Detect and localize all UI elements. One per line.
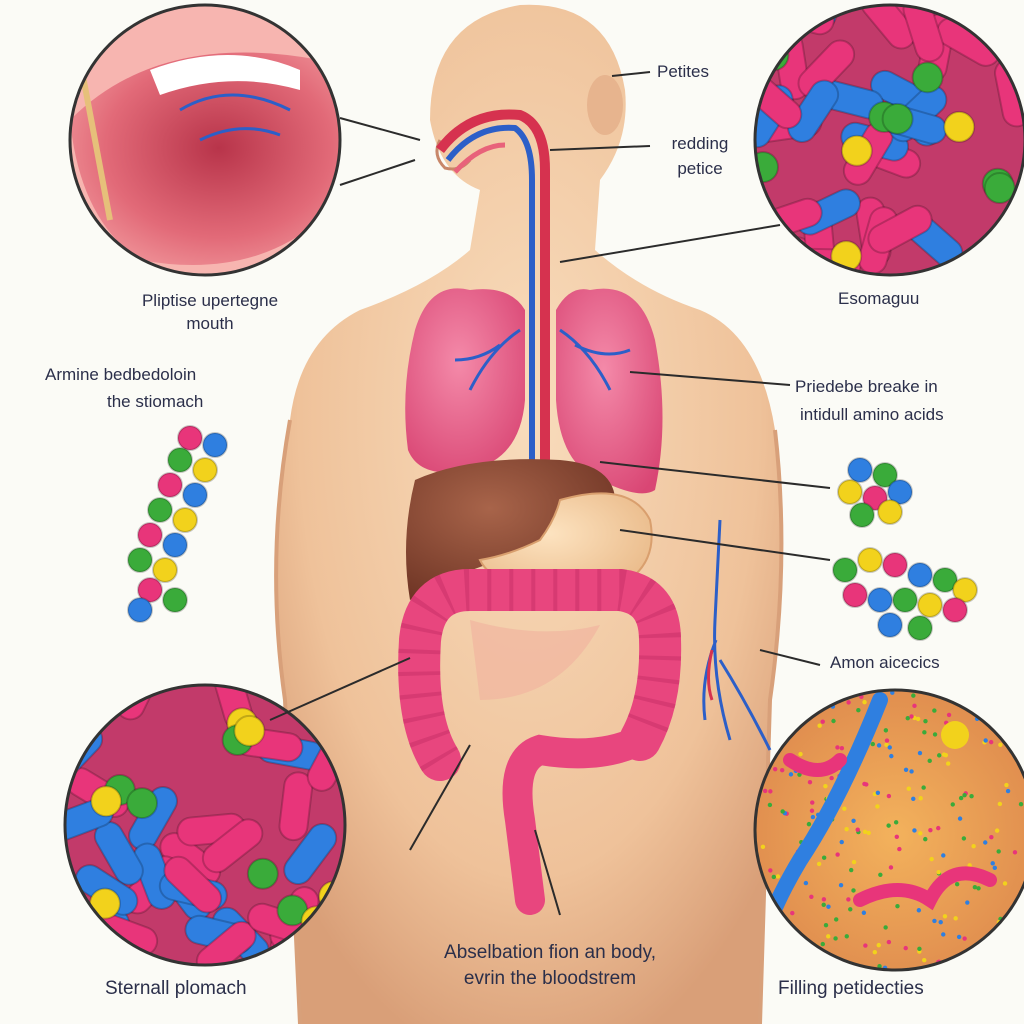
bead bbox=[126, 787, 159, 820]
capsule bbox=[902, 5, 945, 63]
arm-vessels bbox=[702, 519, 772, 751]
amino-bead bbox=[162, 587, 188, 613]
amino-bead bbox=[847, 457, 873, 483]
label-small-plomach: Sternall plomach bbox=[105, 978, 247, 999]
label-stomach-line1: Armine bedbedoloin bbox=[45, 365, 197, 384]
amino-bead bbox=[887, 479, 913, 505]
amino-bead bbox=[907, 615, 933, 641]
bead bbox=[88, 887, 121, 920]
amino-acid-cluster-right-2 bbox=[832, 547, 978, 641]
amino-bead bbox=[907, 562, 933, 588]
amino-bead bbox=[157, 472, 183, 498]
amino-bead bbox=[842, 582, 868, 608]
amino-bead bbox=[137, 577, 163, 603]
amino-bead bbox=[167, 447, 193, 473]
lungs bbox=[405, 288, 663, 494]
amino-bead bbox=[872, 462, 898, 488]
capsule bbox=[766, 5, 835, 36]
bead bbox=[759, 226, 792, 259]
capsule bbox=[787, 79, 840, 143]
amino-bead bbox=[177, 425, 203, 451]
bead bbox=[1000, 228, 1024, 261]
amino-bead bbox=[942, 597, 968, 623]
amino-bead bbox=[892, 587, 918, 613]
amino-bead bbox=[127, 597, 153, 623]
label-absorb-line2: evrin the bloodstrem bbox=[463, 968, 637, 989]
bead bbox=[246, 857, 279, 890]
label-esomaguu: Esomaguu bbox=[838, 289, 920, 308]
amino-bead bbox=[152, 557, 178, 583]
capsule bbox=[860, 5, 917, 50]
amino-bead bbox=[162, 532, 188, 558]
label-redding-line1: redding bbox=[671, 134, 729, 153]
mouth-detail-circle bbox=[68, 3, 342, 277]
bead bbox=[840, 134, 873, 167]
label-breake-line2: intidull amino acids bbox=[800, 405, 944, 424]
amino-bead bbox=[202, 432, 228, 458]
intestine bbox=[398, 569, 682, 915]
amino-bead bbox=[877, 612, 903, 638]
capsule bbox=[867, 204, 933, 254]
label-filling: Filling petidecties bbox=[778, 978, 924, 999]
amino-bead bbox=[137, 522, 163, 548]
capsule bbox=[797, 39, 856, 99]
amino-bead bbox=[932, 567, 958, 593]
bead bbox=[943, 110, 976, 143]
bead bbox=[90, 785, 123, 818]
capsule bbox=[278, 771, 314, 842]
amino-bead bbox=[172, 507, 198, 533]
peptide-capsules-circle bbox=[753, 3, 1024, 277]
label-absorb-line1: Abselbation fion an body, bbox=[444, 942, 656, 963]
capsule bbox=[201, 818, 264, 874]
amino-bead bbox=[867, 587, 893, 613]
amino-bead bbox=[832, 557, 858, 583]
amino-bead bbox=[837, 479, 863, 505]
bead bbox=[911, 61, 944, 94]
bead bbox=[881, 102, 914, 135]
amino-acid-chain-left bbox=[127, 425, 228, 623]
amino-acid-cluster-right-1 bbox=[837, 457, 913, 528]
amino-bead bbox=[192, 457, 218, 483]
amino-bead bbox=[147, 497, 173, 523]
label-amon: Amon aicecics bbox=[830, 653, 940, 672]
leader-lines bbox=[269, 71, 831, 916]
absorption-circle bbox=[753, 688, 1024, 972]
label-mouth-line1: Pliptise upertegne bbox=[141, 291, 279, 310]
amino-bead bbox=[849, 502, 875, 528]
label-breake-line1: Priedebe breake in bbox=[795, 377, 938, 396]
capsule bbox=[283, 822, 338, 886]
amino-bead bbox=[952, 577, 978, 603]
capsule bbox=[65, 685, 108, 720]
amino-bead bbox=[857, 547, 883, 573]
amino-bead bbox=[917, 592, 943, 618]
label-redding-line2: petice bbox=[677, 159, 723, 178]
amino-bead bbox=[862, 485, 888, 511]
label-petites: Petites bbox=[657, 62, 709, 81]
amino-bead bbox=[127, 547, 153, 573]
esophagus bbox=[436, 109, 550, 460]
bead bbox=[233, 714, 266, 747]
label-mouth-line2: mouth bbox=[186, 314, 234, 333]
amino-bead bbox=[882, 552, 908, 578]
liver bbox=[406, 459, 616, 600]
amino-bead bbox=[877, 499, 903, 525]
amino-bead bbox=[182, 482, 208, 508]
label-stomach-line2: the stiomach bbox=[107, 392, 204, 411]
capsule bbox=[163, 855, 223, 914]
